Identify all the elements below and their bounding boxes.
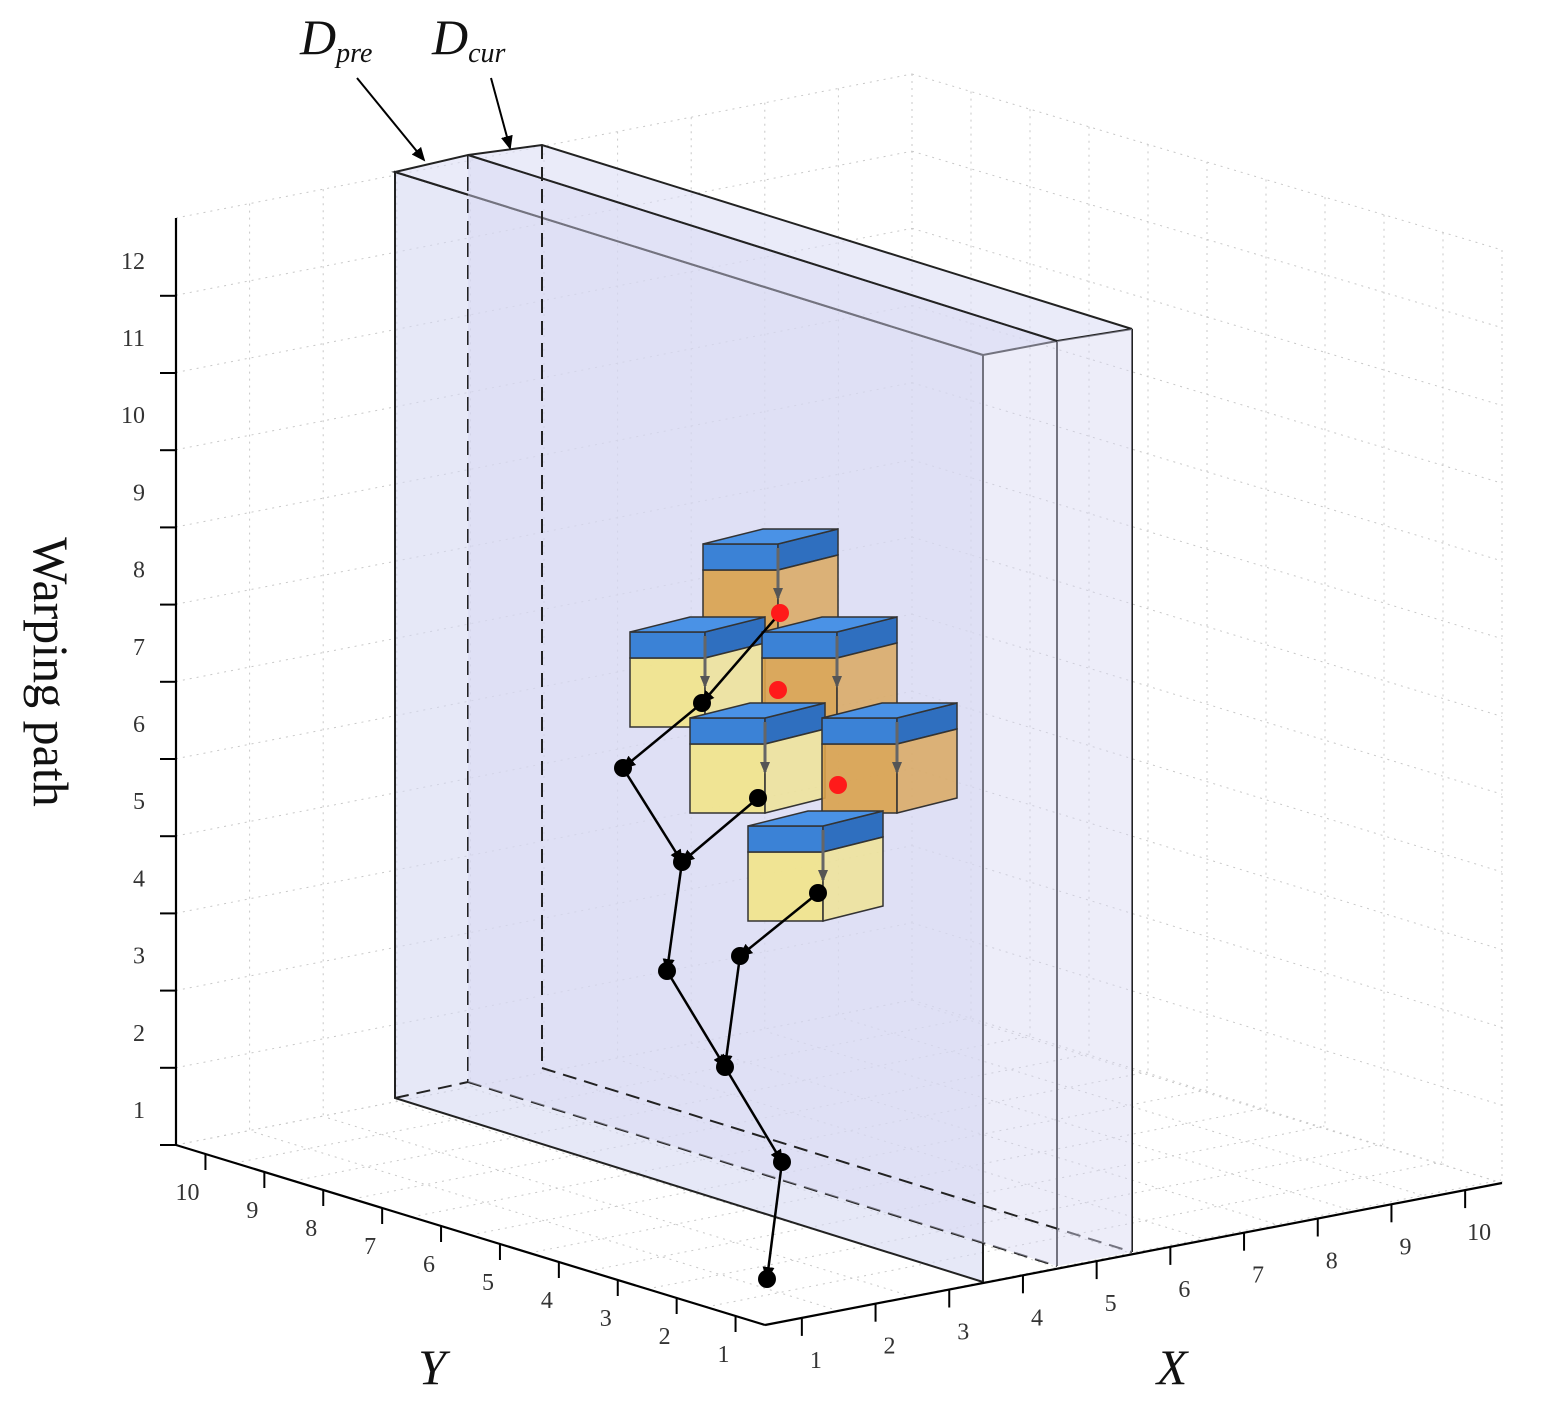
path-node (658, 962, 676, 980)
y-tick-label: 4 (541, 1288, 553, 1314)
z-tick-label: 12 (121, 249, 145, 275)
y-tick-label: 7 (364, 1234, 376, 1260)
y-tick-label: 9 (246, 1198, 258, 1224)
x-tick-label: 6 (1178, 1277, 1190, 1303)
x-tick-label: 4 (1031, 1305, 1043, 1331)
path-node (716, 1058, 734, 1076)
x-tick-label: 8 (1326, 1249, 1338, 1275)
x-axis-label: X (1155, 1339, 1190, 1395)
path-edge (621, 702, 703, 770)
x-tick-label: 1 (810, 1348, 822, 1374)
path-edge (662, 861, 684, 973)
path-node (673, 853, 691, 871)
z-tick-label: 1 (133, 1098, 145, 1124)
path-edge (762, 1161, 784, 1281)
x-tick-label: 5 (1105, 1291, 1117, 1317)
x-tick-label: 9 (1399, 1234, 1411, 1260)
warping-path-edges (621, 612, 819, 1281)
y-axis-label: Y (418, 1339, 451, 1395)
warping-path-nodes (614, 604, 847, 1288)
y-axis: 10 9 8 7 6 5 4 3 2 1 (175, 1143, 766, 1368)
x-tick-label: 10 (1467, 1220, 1491, 1246)
cube (821, 702, 958, 814)
z-tick-label: 4 (133, 866, 145, 892)
z-tick-label: 7 (133, 635, 145, 661)
d-cur-subscript: cur (468, 38, 505, 69)
x-tick-label: 7 (1252, 1263, 1264, 1289)
d-pre-subscript: pre (334, 38, 372, 69)
y-tick-label: 3 (600, 1306, 612, 1332)
svg-text:Dcur: Dcur (431, 9, 506, 69)
highlighted-node (771, 604, 789, 622)
d-pre-label: Dpre (299, 9, 426, 162)
z-tick-label: 2 (133, 1021, 145, 1047)
z-tick-label: 11 (122, 326, 145, 352)
path-node (693, 694, 711, 712)
z-tick-label: 3 (133, 944, 145, 970)
path-edge (723, 1066, 784, 1164)
path-node (809, 884, 827, 902)
y-tick-label: 5 (482, 1270, 494, 1296)
path-node (749, 789, 767, 807)
x-tick-label: 3 (957, 1320, 969, 1346)
cube (747, 810, 884, 922)
y-tick-label: 10 (175, 1180, 199, 1206)
x-axis: 1 2 3 4 5 6 7 8 9 10 (764, 1181, 1503, 1374)
highlighted-node (769, 681, 787, 699)
path-edge (680, 797, 759, 864)
path-edge (738, 892, 819, 958)
path-edge (621, 767, 684, 864)
path-node (614, 759, 632, 777)
highlighted-node (829, 776, 847, 794)
d-cur-letter: D (431, 9, 468, 65)
y-tick-label: 8 (305, 1216, 317, 1242)
y-tick-label: 1 (718, 1342, 730, 1368)
path-node (731, 947, 749, 965)
z-tick-label: 6 (133, 712, 145, 738)
path-edge (665, 970, 727, 1069)
z-axis-label: Warping path (23, 537, 79, 807)
x-tick-label: 2 (884, 1334, 896, 1360)
z-tick-label: 8 (133, 558, 145, 584)
z-tick-label: 9 (133, 480, 145, 506)
z-tick-label: 10 (121, 403, 145, 429)
y-tick-label: 6 (423, 1252, 435, 1278)
z-tick-label: 5 (133, 789, 145, 815)
d-cur-label: Dcur (431, 9, 513, 150)
path-node (758, 1270, 776, 1288)
y-tick-label: 2 (659, 1324, 671, 1350)
path-node (773, 1153, 791, 1171)
path-edge (720, 955, 742, 1069)
svg-text:Dpre: Dpre (299, 9, 372, 69)
d-pre-letter: D (299, 9, 336, 65)
path-edge (700, 612, 781, 705)
